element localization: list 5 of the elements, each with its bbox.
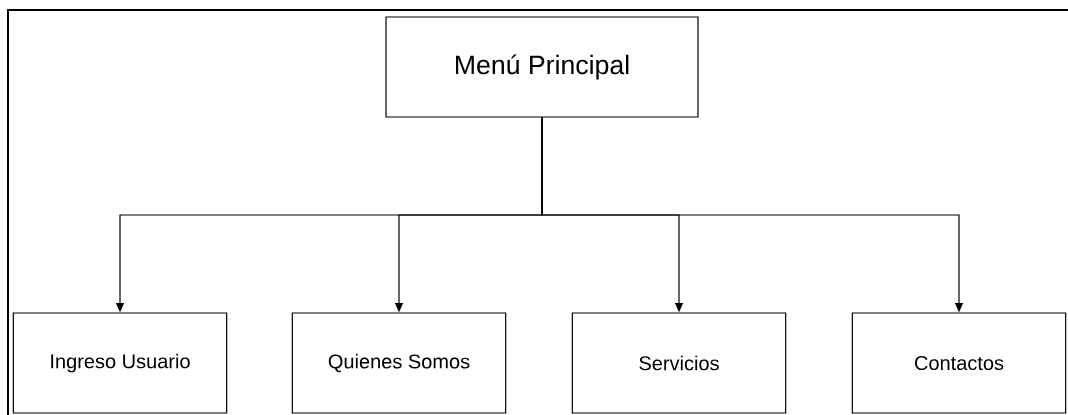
process-box: Menú Principal xyxy=(385,16,699,118)
process-box: Ingreso Usuario xyxy=(12,312,228,414)
process-box: Servicios xyxy=(571,312,787,414)
process-box: Quienes Somos xyxy=(291,312,507,414)
process-box: Contactos xyxy=(851,312,1067,414)
